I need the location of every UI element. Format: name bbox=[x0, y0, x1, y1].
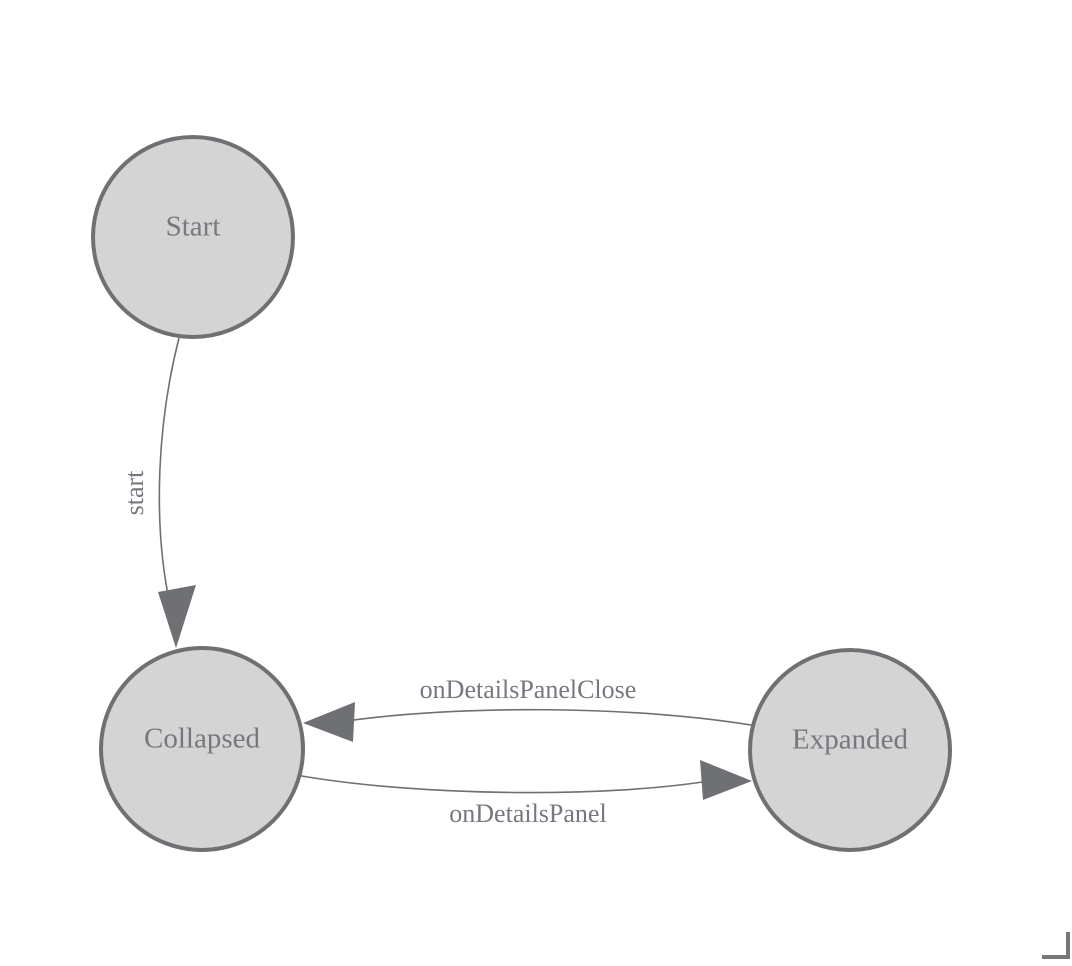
node-collapsed-label: Collapsed bbox=[144, 723, 260, 755]
node-expanded-circle[interactable] bbox=[748, 648, 952, 852]
node-start-label: Start bbox=[166, 211, 221, 243]
edge-expanded-to-collapsed: onDetailsPanelClose bbox=[303, 675, 758, 742]
edge-collapsed-to-expanded-label: onDetailsPanel bbox=[449, 799, 606, 828]
edge-expanded-to-collapsed-path bbox=[339, 708, 758, 727]
edge-start-to-collapsed-arrowhead bbox=[158, 585, 196, 648]
edge-start-to-collapsed-label: start bbox=[120, 470, 149, 516]
edge-collapsed-to-expanded: onDetailsPanel bbox=[295, 760, 752, 828]
node-collapsed-circle[interactable] bbox=[99, 646, 305, 852]
corner-bracket-horizontal bbox=[1042, 955, 1070, 959]
node-start-circle[interactable] bbox=[91, 135, 295, 339]
edge-expanded-to-collapsed-label: onDetailsPanelClose bbox=[420, 675, 637, 704]
node-start[interactable]: Start bbox=[91, 135, 295, 339]
edge-start-to-collapsed: start bbox=[120, 337, 196, 648]
corner-bracket-vertical bbox=[1066, 932, 1070, 959]
corner-bracket-mark bbox=[1042, 932, 1070, 959]
edge-collapsed-to-expanded-arrowhead bbox=[700, 760, 752, 800]
edge-expanded-to-collapsed-arrowhead bbox=[303, 702, 355, 742]
edge-collapsed-to-expanded-path bbox=[295, 774, 716, 794]
node-collapsed[interactable]: Collapsed bbox=[99, 646, 305, 852]
edge-start-to-collapsed-path bbox=[158, 337, 180, 606]
node-expanded[interactable]: Expanded bbox=[748, 648, 952, 852]
node-expanded-label: Expanded bbox=[792, 724, 908, 756]
